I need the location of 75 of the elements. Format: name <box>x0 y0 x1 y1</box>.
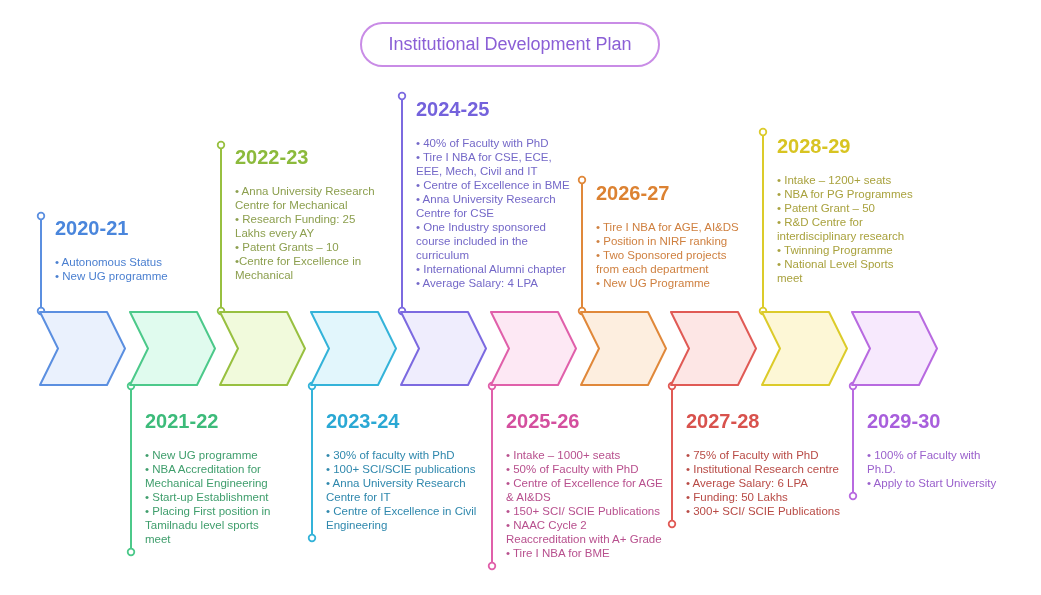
chevron-shape <box>400 311 487 386</box>
chevron-shape <box>851 311 938 386</box>
bullet-item: • Tire I NBA for BME <box>506 546 611 560</box>
timeline-stem <box>848 381 858 501</box>
bullet-item: • 30% of faculty with PhD <box>326 448 456 462</box>
bullet-item: • Centre of Excellence in BME <box>416 178 571 192</box>
year-heading: 2028-29 <box>777 134 851 158</box>
bullet-item: • Institutional Research centre <box>686 462 840 476</box>
timeline-stem <box>487 381 497 571</box>
bullet-item: •Centre for Excellence in Mechanical <box>235 254 363 282</box>
bullet-item: • Average Salary: 6 LPA <box>686 476 809 490</box>
bullet-item: • NAAC Cycle 2 Reaccreditation with A+ Grade <box>506 518 663 546</box>
bullet-item: • Apply to Start University <box>867 476 998 490</box>
bullet-item: • One Industry sponsored course included in the curriculum <box>416 220 547 262</box>
bullet-item: • Start-up Establishment <box>145 490 270 504</box>
bullet-item: • Two Sponsored projects from each department <box>596 248 728 276</box>
chevron-shape <box>670 311 757 386</box>
bullet-item: • New UG Programme <box>596 276 711 290</box>
bullet-item: • Centre of Excellence for AGE & AI&DS <box>506 476 664 504</box>
year-heading: 2021-22 <box>145 409 219 433</box>
bullet-item: • Position in NIRF ranking <box>596 234 729 248</box>
year-heading: 2022-23 <box>235 145 309 169</box>
timeline-stem <box>126 381 136 557</box>
timeline-stem <box>758 127 768 316</box>
bullet-item: • 40% of Faculty with PhD <box>416 136 550 150</box>
year-heading: 2023-24 <box>326 409 400 433</box>
bullet-item: • 100% of Faculty with Ph.D. <box>867 448 982 476</box>
timeline-stem <box>216 140 226 316</box>
bullet-item: • 150+ SCI/ SCIE Publications <box>506 504 661 518</box>
bullet-item: • Placing First position in Tamilnadu level sports meet <box>145 504 272 546</box>
bullet-item: • 75% of Faculty with PhD <box>686 448 820 462</box>
bullet-item: • Centre of Excellence in Civil Engineering <box>326 504 478 532</box>
bullet-item: • Intake – 1200+ seats <box>777 173 893 187</box>
year-heading: 2025-26 <box>506 409 580 433</box>
bullet-item: • New UG programme <box>55 269 169 283</box>
chevron-shape <box>219 311 306 386</box>
bullet-item: • 100+ SCI/SCIE publications <box>326 462 477 476</box>
bullet-item: • Autonomous Status <box>55 255 163 269</box>
year-heading: 2026-27 <box>596 181 670 205</box>
bullet-item: • International Alumni chapter <box>416 262 567 276</box>
bullet-item: • NBA for PG Programmes <box>777 187 914 201</box>
bullet-item: • 300+ SCI/ SCIE Publications <box>686 504 841 518</box>
bullet-item: • New UG programme <box>145 448 259 462</box>
bullet-item: • Anna University Research Centre for IT <box>326 476 467 504</box>
chevron-shape <box>490 311 577 386</box>
bullet-item: • Tire I NBA for CSE, ECE, EEE, Mech, Civil and IT <box>416 150 553 178</box>
bullet-item: • National Level Sports meet <box>777 257 895 285</box>
bullet-item: • Research Funding: 25 Lakhs every AY <box>235 212 357 240</box>
timeline-stem <box>36 211 46 316</box>
timeline-stem <box>397 91 407 316</box>
year-heading: 2029-30 <box>867 409 941 433</box>
bullet-item: • NBA Accreditation for Mechanical Engineering <box>145 462 269 490</box>
bullet-item: • Funding: 50 Lakhs <box>686 490 789 504</box>
bullet-item: • Anna University Research Centre for Mechanical <box>235 184 376 212</box>
bullet-item: • Intake – 1000+ seats <box>506 448 622 462</box>
timeline-stem <box>307 381 317 543</box>
bullet-item: • Patent Grant – 50 <box>777 201 876 215</box>
bullet-item: • Tire I NBA for AGE, AI&DS <box>596 220 740 234</box>
year-heading: 2024-25 <box>416 97 490 121</box>
bullet-item: • R&D Centre for interdisciplinary research <box>777 215 906 243</box>
timeline-stem <box>667 381 677 529</box>
bullet-item: • Anna University Research Centre for CSE <box>416 192 557 220</box>
chevron-shape <box>129 311 216 386</box>
bullet-item: • Average Salary: 4 LPA <box>416 276 539 290</box>
chevron-shape <box>310 311 397 386</box>
chevron-shape <box>761 311 848 386</box>
chevron-shape <box>39 311 126 386</box>
chevron-shape <box>580 311 667 386</box>
year-heading: 2020-21 <box>55 216 129 240</box>
year-heading: 2027-28 <box>686 409 760 433</box>
bullet-item: • 50% of Faculty with PhD <box>506 462 640 476</box>
bullet-item: • Twinning Programme <box>777 243 894 257</box>
timeline-stem <box>577 175 587 316</box>
title-pill: Institutional Development Plan <box>360 22 660 67</box>
bullet-item: • Patent Grants – 10 <box>235 240 340 254</box>
